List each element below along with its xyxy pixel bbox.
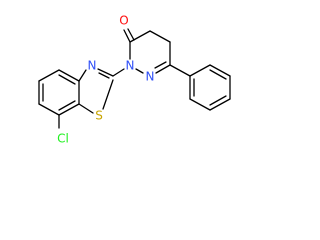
bond-n1-n2	[135, 68, 144, 74]
bond-c6-n1	[155, 64, 171, 74]
bond-n2-c2	[112, 68, 125, 77]
oxygen-atom-label: O	[119, 14, 128, 28]
bond-c3-o-double	[127, 28, 135, 41]
bond-ph-5-inner	[209, 69, 227, 80]
bond-c7a-s	[78, 103, 94, 114]
bond-bz-4	[38, 103, 60, 116]
bond-bz-5-inner	[58, 100, 76, 111]
nitrogen-atom-label-thiazole: N	[88, 59, 97, 73]
bond-c3-o	[123, 29, 131, 43]
nitrogen-atom-label-ring-2: N	[146, 70, 155, 84]
molecule-structure: O N N N S Cl	[38, 14, 231, 146]
chlorine-atom-label: Cl	[57, 132, 69, 146]
bond-s-c2	[102, 79, 114, 110]
bond-ph-5	[209, 64, 231, 77]
bond-ph-6	[189, 64, 211, 77]
bond-bz-1	[58, 69, 80, 82]
bond-bz-1-inner	[58, 74, 76, 85]
nitrogen-atom-label-ring: N	[126, 59, 135, 73]
bond-c4-c5	[149, 30, 171, 43]
bond-c6-phenyl	[169, 64, 191, 77]
bond-bz-5	[58, 103, 80, 116]
bond-bz-2	[38, 69, 60, 82]
bond-ph-2	[189, 98, 211, 111]
bond-c6-n1-inner	[154, 61, 167, 69]
bond-ph-3-inner	[209, 95, 227, 106]
bond-n3-c3a	[78, 69, 87, 82]
bond-c2-n3-inner	[98, 72, 110, 79]
bond-c3-c4	[129, 30, 151, 43]
sulfur-atom-label: S	[95, 109, 103, 123]
bond-c2-n3	[97, 68, 114, 77]
bond-ph-3	[209, 98, 231, 111]
